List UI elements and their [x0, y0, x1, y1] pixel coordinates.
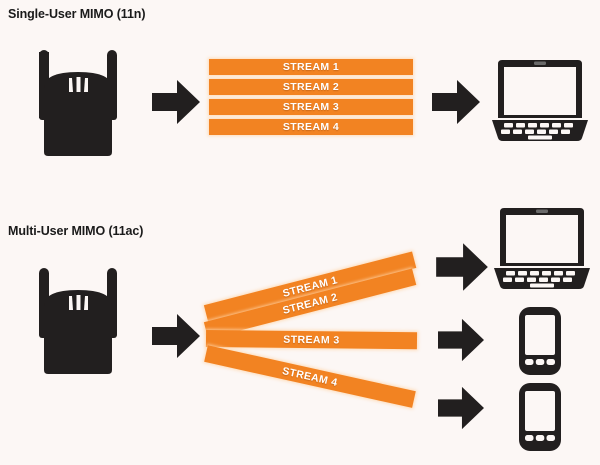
- receive-arrow-laptop-multi-user: [434, 241, 490, 293]
- stream-beam-4-multi-user: STREAM 4: [204, 345, 416, 408]
- stream-bar-2-label-single: STREAM 2: [282, 81, 340, 93]
- stream-bar-1-label-single: STREAM 1: [282, 61, 340, 73]
- smartphone-icon-2-multi-user: [516, 381, 564, 453]
- router-icon-single-user: [14, 44, 142, 156]
- stream-beam-4-label-multi: STREAM 4: [281, 364, 339, 389]
- stream-bar-1-single-user: STREAM 1: [209, 59, 413, 75]
- receive-arrow-single-user: [430, 78, 482, 126]
- stream-bar-2-single-user: STREAM 2: [209, 79, 413, 95]
- multi-user-section-title: Multi-User MIMO (11ac): [8, 224, 144, 238]
- stream-bar-4-label-single: STREAM 4: [282, 121, 340, 133]
- stream-beam-3-multi-user: STREAM 3: [205, 330, 418, 350]
- laptop-icon-multi-user: [492, 204, 592, 292]
- stream-beam-3-label-multi: STREAM 3: [283, 333, 340, 346]
- smartphone-icon-1-multi-user: [516, 305, 564, 377]
- stream-bar-3-single-user: STREAM 3: [209, 99, 413, 115]
- receive-arrow-phone-2-multi-user: [436, 385, 486, 431]
- router-icon-multi-user: [14, 262, 142, 374]
- transmit-arrow-single-user: [150, 78, 202, 126]
- transmit-arrow-multi-user: [150, 312, 202, 360]
- single-user-section-title: Single-User MIMO (11n): [8, 7, 146, 21]
- laptop-icon-single-user: [490, 56, 590, 144]
- receive-arrow-phone-1-multi-user: [436, 317, 486, 363]
- stream-bar-3-label-single: STREAM 3: [282, 101, 340, 113]
- stream-bar-4-single-user: STREAM 4: [209, 119, 413, 135]
